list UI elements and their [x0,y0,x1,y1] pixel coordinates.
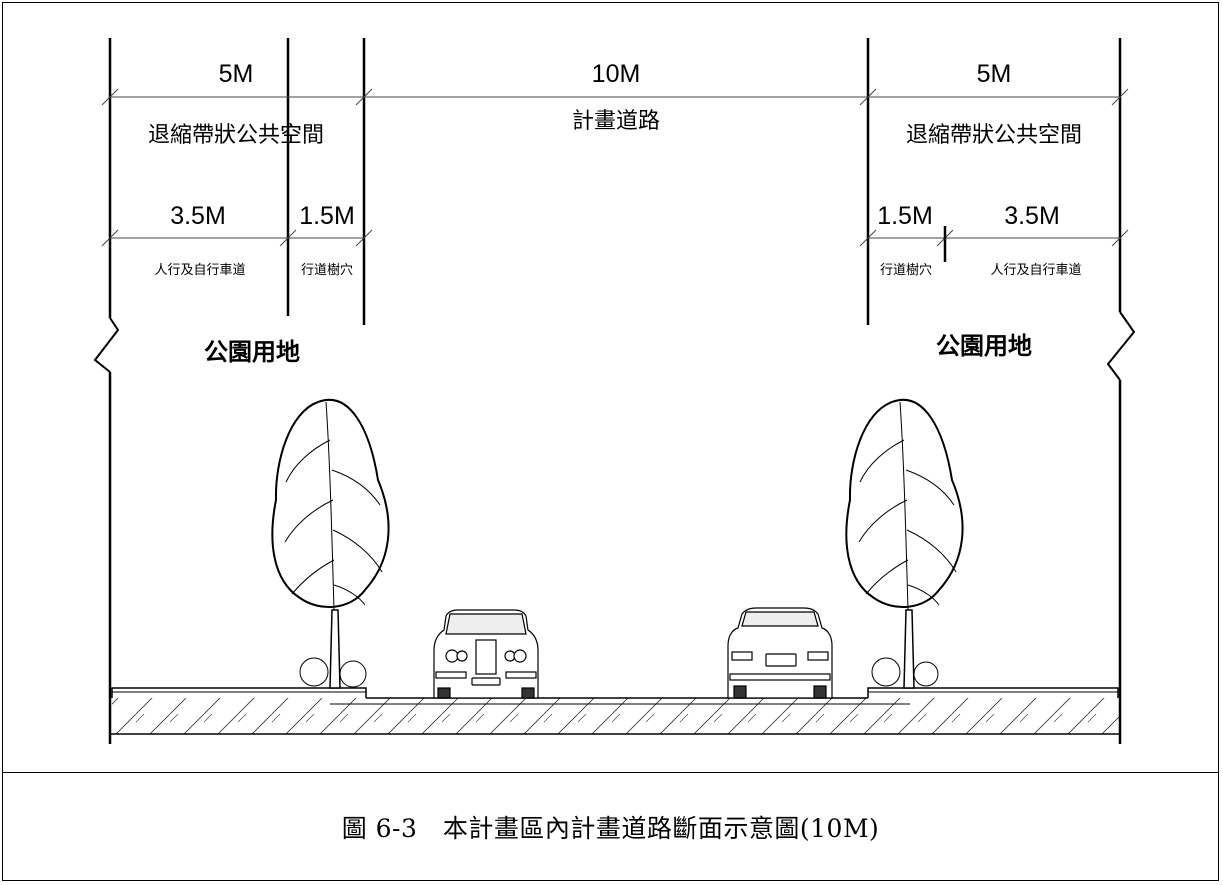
dim-right-treepit: 1.5M [877,202,933,230]
label-setback-right: 退縮帶狀公共空間 [906,123,1082,148]
figure-caption: 圖 6-3 本計畫區內計畫道路斷面示意圖(10M) [341,814,880,843]
boundary-lines [108,38,1122,744]
label-setback-left: 退縮帶狀公共空間 [148,123,324,148]
label-walkway-right: 人行及自行車道 [990,263,1081,278]
label-walkway-left: 人行及自行車道 [154,263,245,278]
label-road: 計畫道路 [572,109,660,134]
dim-center-total: 10M [592,60,641,88]
tree-icon [271,399,390,689]
car-rear-icon [727,607,833,699]
label-treepit-left: 行道樹穴 [301,263,353,278]
dim-right-total: 5M [977,60,1012,88]
label-park-right: 公園用地 [936,332,1032,360]
label-park-left: 公園用地 [204,338,300,366]
break-symbols [93,311,1136,381]
dim-left-total: 5M [219,60,254,88]
caption-row: 圖 6-3 本計畫區內計畫道路斷面示意圖(10M) [2,772,1219,881]
dim-left-walkway: 3.5M [170,202,226,230]
ground-section [110,687,1120,735]
dim-right-walkway: 3.5M [1004,202,1060,230]
dim-left-treepit: 1.5M [299,202,355,230]
dimension-lines [101,88,1129,247]
label-treepit-right: 行道樹穴 [880,263,932,278]
car-front-icon [433,609,539,699]
tree-icon [845,399,964,689]
